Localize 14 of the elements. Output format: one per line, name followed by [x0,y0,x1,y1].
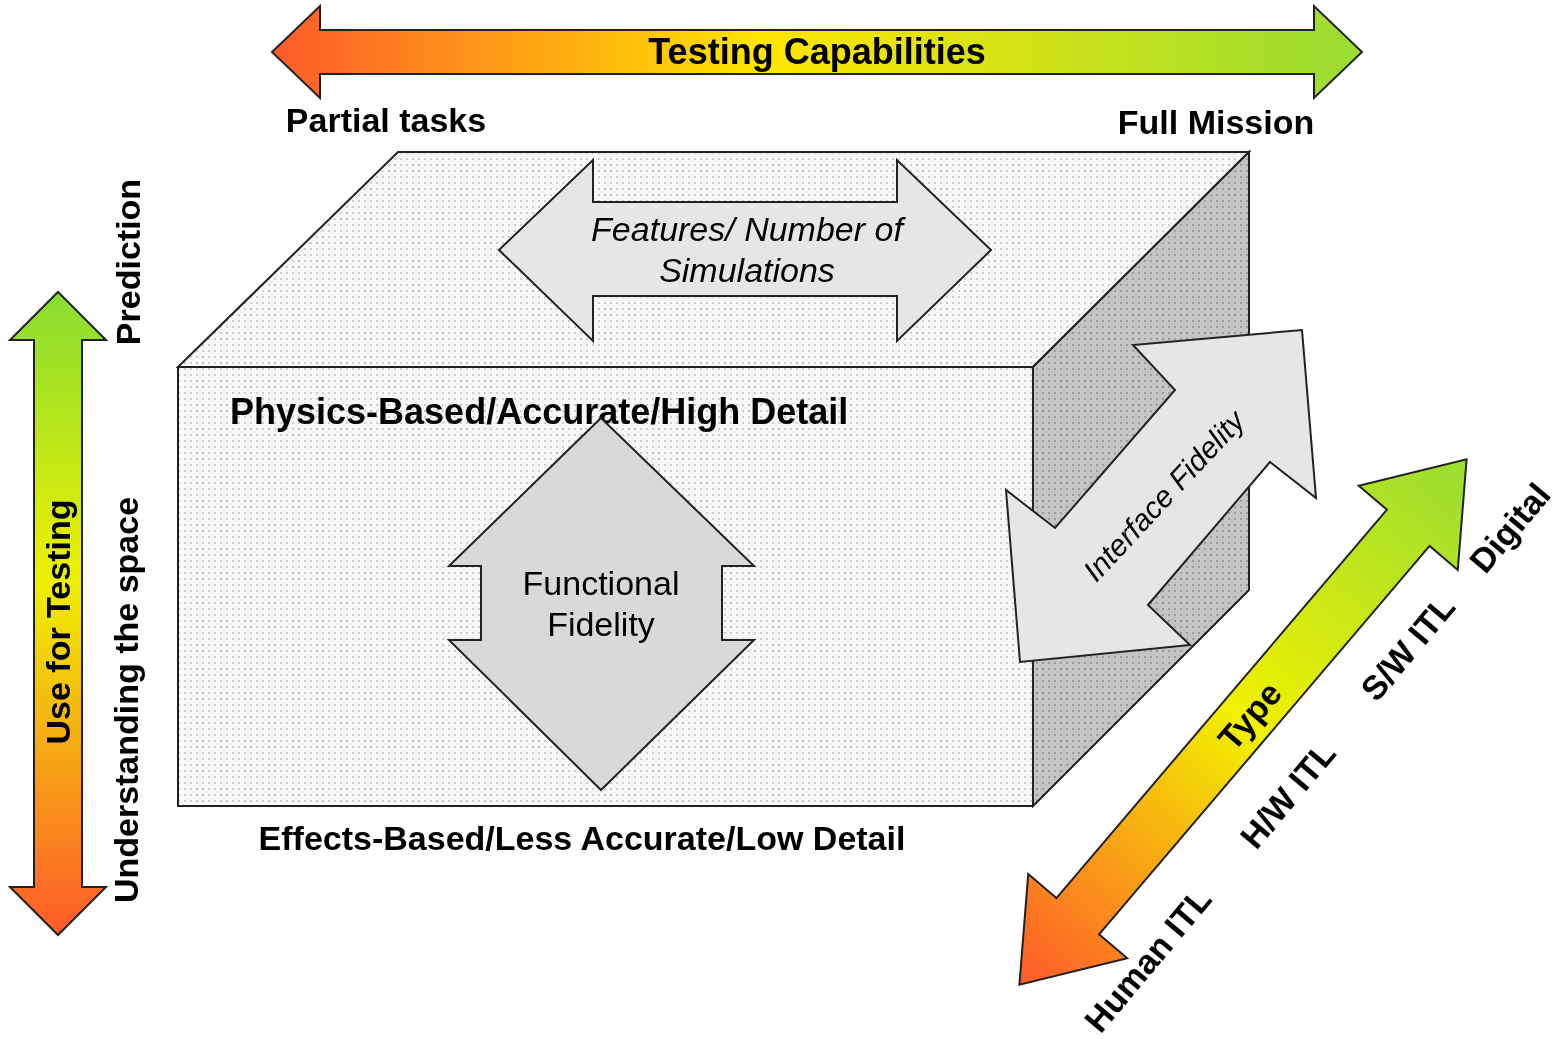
axis-label: Understanding the space [105,496,146,904]
arrow-label: Testing Capabilities [648,30,986,74]
scale-indicator [497,158,993,343]
double-arrow [272,6,1362,98]
double-arrow [10,292,106,935]
arrow-label: Use for Testing [37,499,78,745]
arrow-label: Functional Fidelity [521,563,681,645]
face-heading: Physics-Based/Accurate/High Detail [230,390,849,434]
axis-label: Partial tasks [285,99,487,141]
arrow-label: Features/ Number of Simulations [547,209,947,291]
axis-label: Effects-Based/Less Accurate/Low Detail [258,817,906,859]
axis-label: Full Mission [1117,101,1315,143]
double-arrow [1006,328,1316,662]
axis-label: Prediction [107,178,148,346]
